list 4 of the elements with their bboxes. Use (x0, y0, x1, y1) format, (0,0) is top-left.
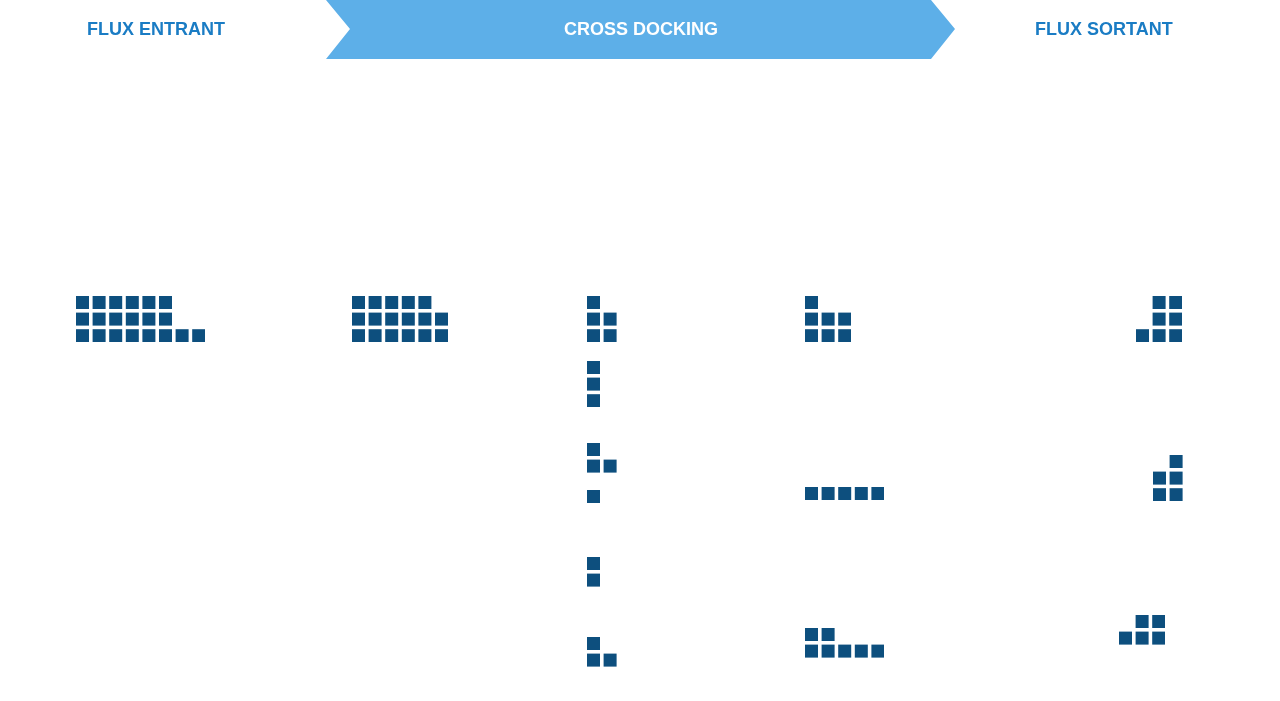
section-heading: FLUX SORTANT (1035, 19, 1173, 40)
chevron-band (326, 0, 956, 59)
band-title: CROSS DOCKING (563, 19, 719, 40)
section-heading: FLUX ENTRANT (87, 19, 225, 40)
